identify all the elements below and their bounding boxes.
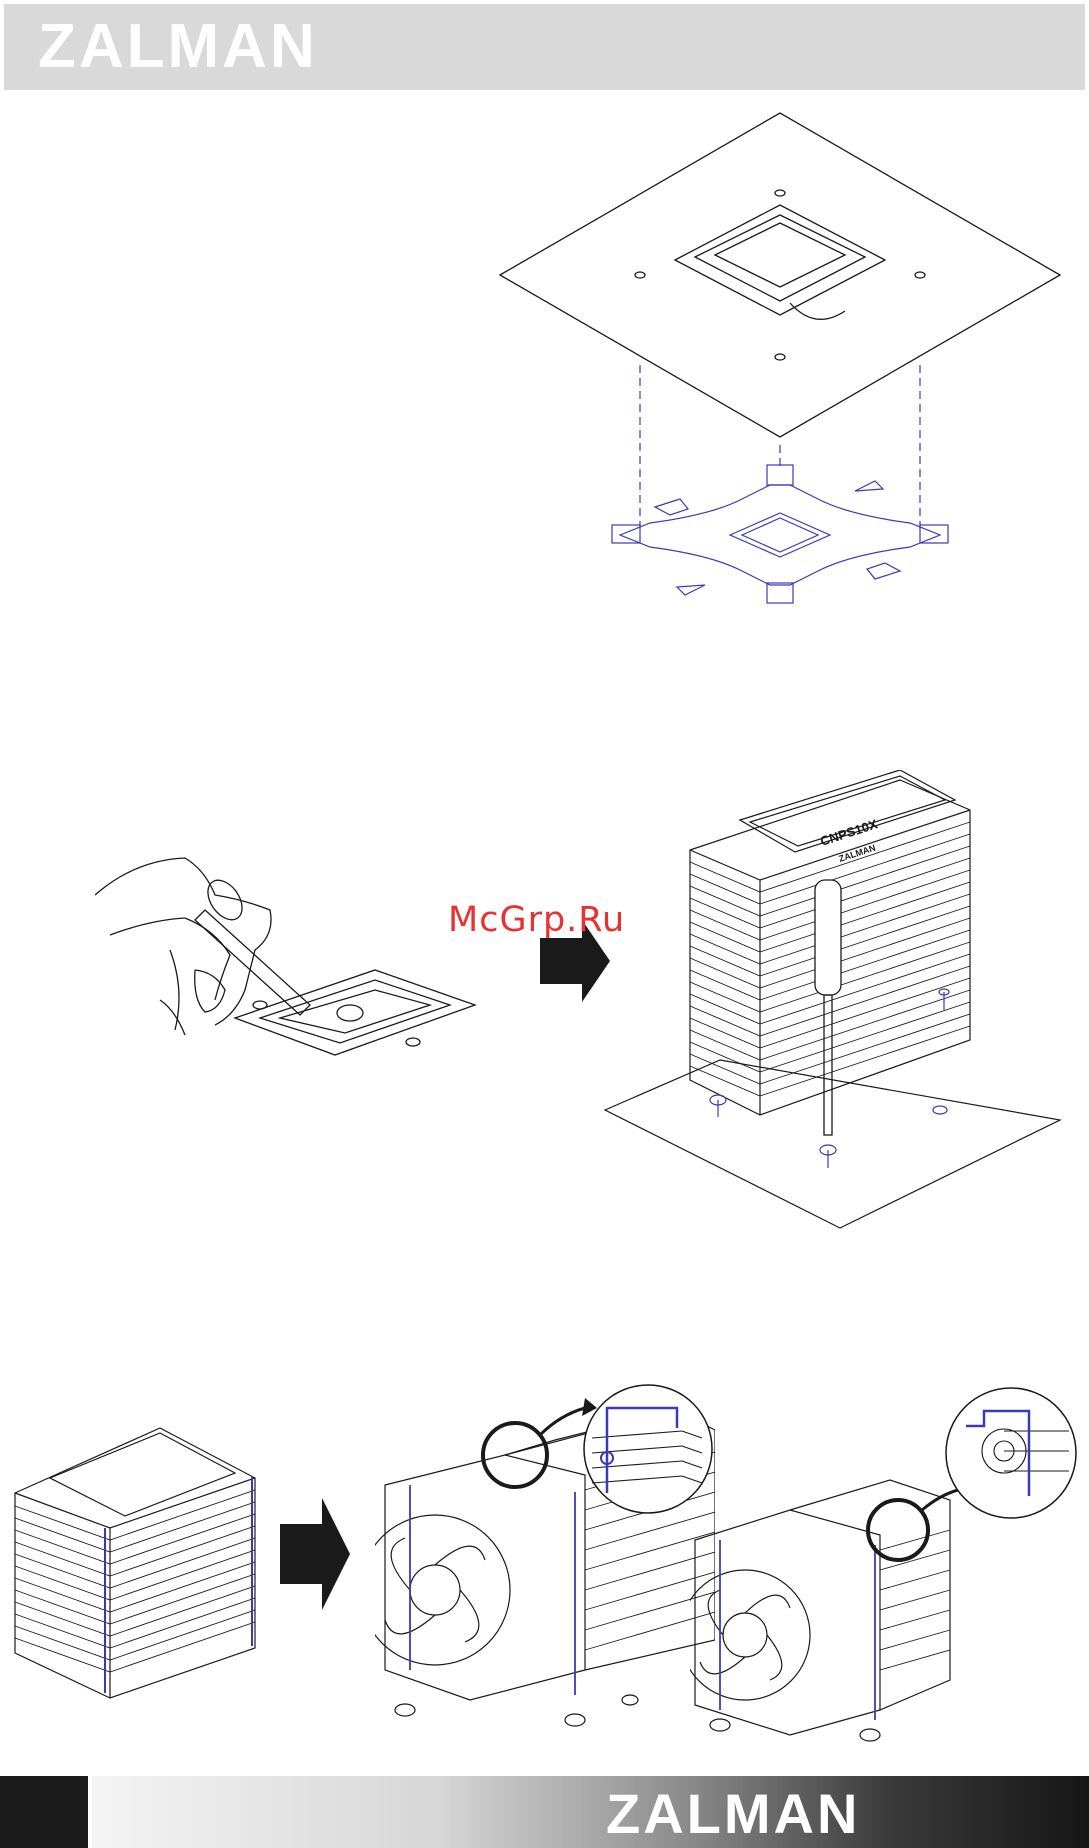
arrow-right-icon — [280, 1498, 350, 1610]
footer-logo: ZALMAN — [606, 1786, 860, 1842]
screwdriver — [815, 880, 841, 995]
footer-block — [0, 1776, 88, 1848]
figure-heatsink-clips — [10, 1418, 270, 1708]
figure-thermal-paste — [95, 840, 485, 1060]
backplate — [620, 485, 940, 585]
footer-bar — [92, 1776, 1089, 1848]
figure-fan-second-clip — [690, 1430, 960, 1750]
figure-clip-detail-2 — [944, 1386, 1078, 1520]
cpu-socket — [675, 205, 885, 315]
brand-logo: ZALMAN — [38, 16, 318, 78]
highlight-circle — [868, 1500, 928, 1560]
heatsink-brand: ZALMAN — [838, 843, 877, 864]
figure-motherboard-backplate — [490, 105, 1070, 645]
highlight-circle — [483, 1423, 547, 1487]
watermark: McGrp.Ru — [448, 900, 625, 940]
motherboard — [500, 113, 1060, 437]
figure-heatsink-mount: CNPS10X ZALMAN — [600, 770, 1065, 1230]
